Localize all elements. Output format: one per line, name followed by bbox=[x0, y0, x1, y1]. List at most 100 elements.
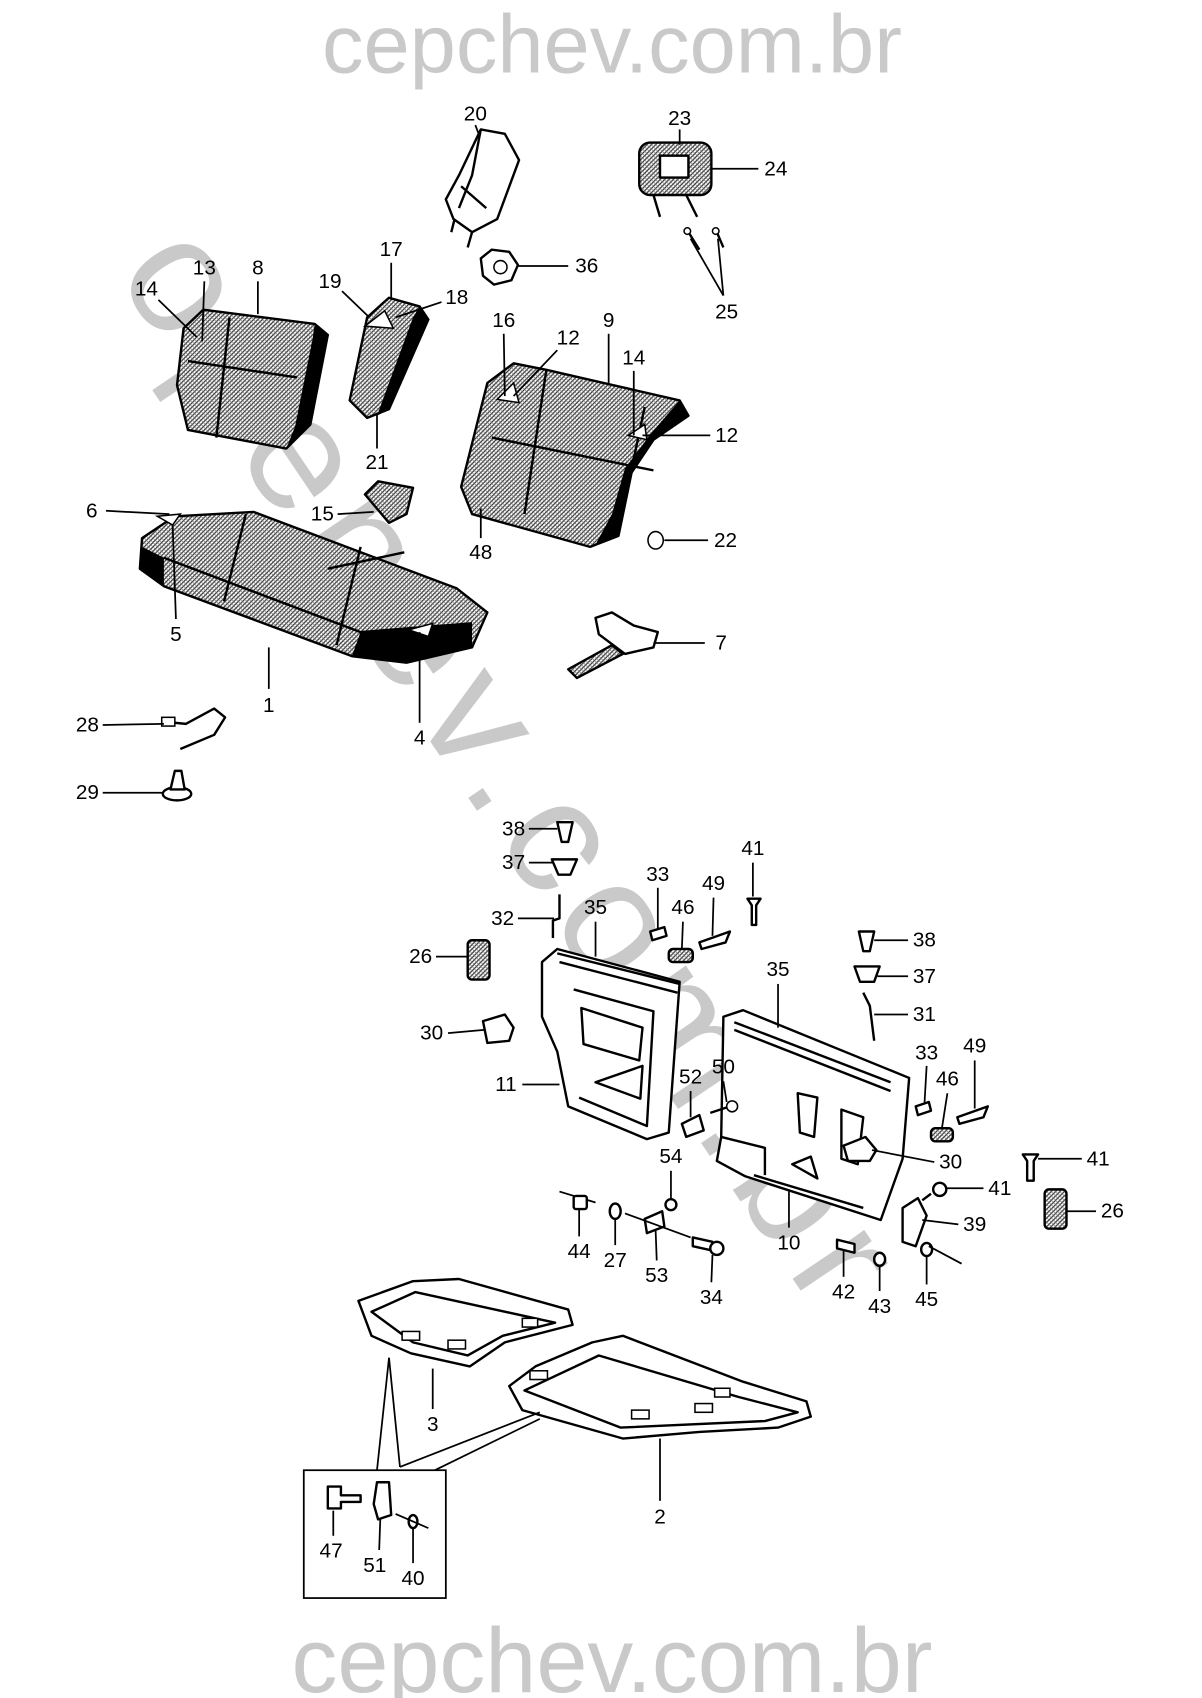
callout: 49 bbox=[702, 872, 725, 936]
callout: 48 bbox=[469, 508, 492, 564]
part-number-label: 49 bbox=[702, 872, 725, 895]
part-number-label: 38 bbox=[913, 929, 936, 952]
callout: 53 bbox=[645, 1230, 668, 1287]
callout: 49 bbox=[963, 1035, 986, 1109]
part-number-label: 12 bbox=[715, 424, 738, 447]
spring-26-right bbox=[1043, 1188, 1068, 1230]
part-number-label: 6 bbox=[86, 499, 98, 522]
leader-line bbox=[717, 238, 725, 296]
part-number-label: 25 bbox=[715, 300, 738, 323]
clip-52 bbox=[680, 1113, 705, 1139]
callout: 25 bbox=[689, 238, 738, 323]
callout: 17 bbox=[380, 238, 403, 300]
clip-36 bbox=[479, 248, 520, 286]
watermark-bottom: cepchev.com.br bbox=[291, 1610, 932, 1698]
washer-45 bbox=[919, 1241, 963, 1265]
clip-38-right bbox=[857, 930, 876, 953]
part-number-label: 33 bbox=[915, 1041, 938, 1064]
part-number-label: 16 bbox=[492, 309, 515, 332]
panel-10 bbox=[715, 1008, 911, 1222]
cap-37-right bbox=[853, 965, 881, 983]
leader-line bbox=[502, 333, 506, 397]
part-number-label: 26 bbox=[409, 945, 432, 968]
part-number-label: 30 bbox=[420, 1022, 443, 1045]
part-number-label: 8 bbox=[252, 257, 264, 280]
part-number-label: 37 bbox=[502, 851, 525, 874]
callout: 36 bbox=[517, 255, 598, 278]
part-number-label: 28 bbox=[76, 713, 99, 736]
leader-line bbox=[102, 723, 164, 726]
callout: 12 bbox=[642, 424, 738, 447]
bracket-7 bbox=[567, 611, 660, 680]
pin-33-left bbox=[648, 925, 668, 942]
leader-line bbox=[378, 1519, 382, 1551]
part-number-label: 33 bbox=[646, 863, 669, 886]
part-number-label: 7 bbox=[715, 632, 727, 655]
screw-41-right bbox=[1021, 1153, 1040, 1182]
part-number-label: 21 bbox=[365, 451, 388, 474]
callout: 40 bbox=[402, 1528, 425, 1590]
callout: 46 bbox=[671, 896, 695, 950]
bracket-30-left bbox=[481, 1013, 515, 1045]
part-number-label: 22 bbox=[714, 529, 737, 552]
callout: 43 bbox=[868, 1265, 891, 1318]
part-number-label: 30 bbox=[939, 1151, 962, 1174]
leader-line bbox=[680, 921, 684, 950]
callout: 37 bbox=[877, 965, 936, 988]
rod-32 bbox=[551, 894, 561, 939]
floor-pan-3 bbox=[357, 1277, 574, 1368]
part-number-label: 14 bbox=[622, 346, 645, 369]
part-number-label: 50 bbox=[712, 1055, 735, 1078]
part-number-label: 27 bbox=[604, 1249, 627, 1272]
ring-22 bbox=[647, 530, 665, 550]
part-number-label: 19 bbox=[318, 270, 341, 293]
callout: 35 bbox=[766, 958, 790, 1028]
part-number-label: 11 bbox=[495, 1073, 517, 1096]
part-number-label: 41 bbox=[1087, 1147, 1110, 1170]
callout: 2 bbox=[654, 1438, 666, 1529]
clip-38-left bbox=[556, 821, 574, 844]
callout: 16 bbox=[492, 309, 515, 397]
part-number-label: 54 bbox=[659, 1145, 682, 1168]
callout: 6 bbox=[86, 499, 170, 522]
strap-28 bbox=[160, 707, 227, 751]
callout: 52 bbox=[679, 1065, 702, 1118]
leader-line bbox=[654, 1230, 658, 1261]
part-number-label: 47 bbox=[320, 1540, 343, 1563]
part-number-label: 46 bbox=[671, 896, 694, 919]
leader-line bbox=[395, 301, 442, 319]
backrest-8 bbox=[175, 308, 330, 450]
part-number-label: 49 bbox=[963, 1035, 986, 1058]
part-number-label: 10 bbox=[777, 1231, 800, 1254]
callout: 33 bbox=[646, 863, 669, 930]
callout: 30 bbox=[420, 1022, 485, 1045]
callout: 20 bbox=[464, 103, 487, 135]
callout: 23 bbox=[668, 107, 691, 145]
screw-41-mid bbox=[921, 1181, 948, 1202]
seat-cushion-1 bbox=[138, 510, 489, 664]
part-number-label: 13 bbox=[193, 257, 216, 280]
part-number-label: 9 bbox=[603, 309, 615, 332]
leader-line bbox=[689, 238, 725, 296]
part-number-label: 31 bbox=[913, 1003, 936, 1026]
leader-line bbox=[710, 1254, 714, 1283]
rod-31 bbox=[862, 992, 876, 1041]
callout: 38 bbox=[502, 817, 558, 840]
callout: 5 bbox=[170, 524, 182, 646]
part-number-label: 52 bbox=[679, 1065, 702, 1088]
part-number-label: 44 bbox=[568, 1240, 591, 1263]
leader-line bbox=[941, 1093, 949, 1129]
part-number-label: 43 bbox=[868, 1295, 891, 1318]
callout: 41 bbox=[1038, 1147, 1110, 1170]
washer-27 bbox=[608, 1202, 622, 1221]
part-number-label: 17 bbox=[380, 238, 403, 261]
part-number-label: 14 bbox=[135, 277, 158, 300]
callout: 14 bbox=[622, 346, 645, 436]
bracket-54 bbox=[664, 1198, 678, 1212]
part-number-label: 39 bbox=[963, 1213, 986, 1236]
spring-26-left bbox=[466, 939, 491, 981]
part-number-label: 18 bbox=[445, 286, 468, 309]
part-number-label: 41 bbox=[741, 837, 764, 860]
callout: 18 bbox=[395, 286, 468, 319]
leader-line bbox=[171, 524, 177, 620]
